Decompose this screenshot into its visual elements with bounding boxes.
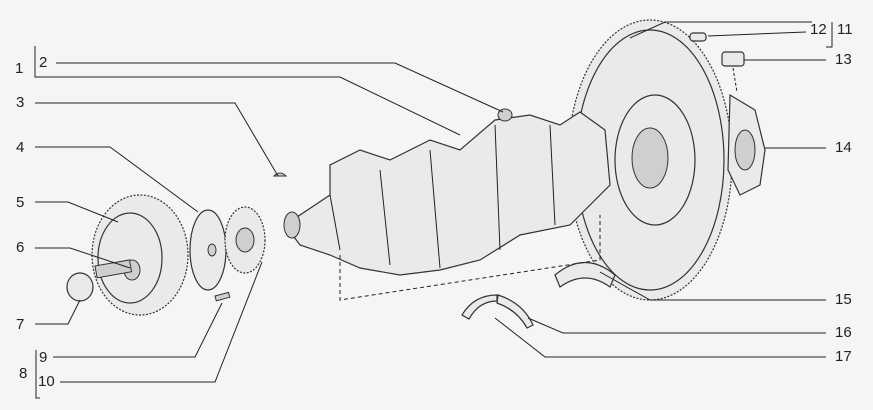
callout-8: 8: [19, 365, 28, 382]
callout-3: 3: [16, 94, 25, 111]
callout-5: 5: [16, 194, 25, 211]
bearing-guide-line: [339, 215, 601, 301]
crankshaft-nut: [497, 108, 513, 122]
callout-17: 17: [835, 348, 852, 365]
callout-1: 1: [15, 60, 24, 77]
callout-9: 9: [39, 349, 48, 366]
callout-11: 11: [837, 21, 853, 38]
pulley-bolt: [66, 259, 133, 302]
flywheel-plate: [727, 93, 766, 196]
callout-4: 4: [16, 139, 25, 156]
timing-gear: [224, 206, 266, 274]
woodruff-key: [272, 172, 288, 177]
disc: [189, 209, 227, 291]
leader-lines: [34, 21, 833, 399]
callout-15: 15: [835, 291, 852, 308]
callout-6: 6: [16, 239, 25, 256]
flywheel-bolt: [721, 51, 745, 93]
key: [214, 291, 231, 302]
callout-12: 12: [810, 21, 827, 38]
callout-14: 14: [835, 139, 852, 156]
callout-7: 7: [16, 316, 25, 333]
thrust-washer-right: [496, 294, 534, 329]
callout-2: 2: [39, 54, 48, 71]
callout-16: 16: [835, 324, 852, 341]
thrust-washer-left: [461, 294, 498, 320]
pulley: [91, 194, 189, 316]
callout-10: 10: [38, 373, 55, 390]
callout-13: 13: [835, 51, 852, 68]
dowel-pin: [689, 32, 707, 42]
crankshaft: [283, 111, 611, 276]
flywheel: [567, 19, 733, 301]
